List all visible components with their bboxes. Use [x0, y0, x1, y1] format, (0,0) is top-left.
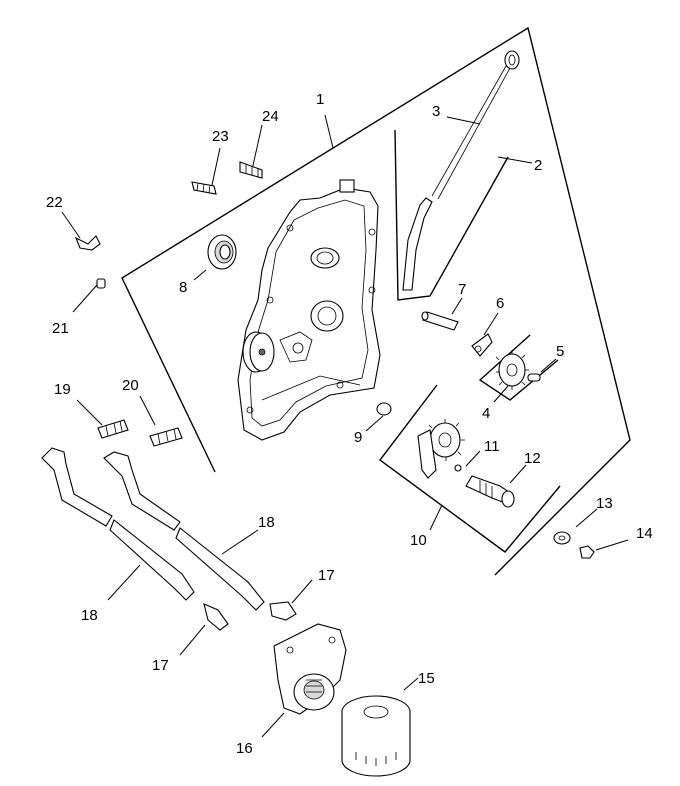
connector-17-left — [203, 603, 229, 631]
hose-fitting-19 — [97, 419, 129, 439]
callout-9: 9 — [354, 429, 362, 446]
callout-17-left: 17 — [152, 657, 169, 674]
callout-labels: 1 2 3 4 5 6 7 8 9 10 11 12 13 14 15 16 1… — [46, 91, 653, 757]
callout-14: 14 — [636, 525, 653, 542]
dowel-pin — [421, 311, 459, 331]
callout-21: 21 — [52, 320, 69, 337]
fitting-23 — [191, 181, 217, 195]
callout-7: 7 — [458, 281, 466, 298]
leader-lines — [61, 114, 629, 738]
callout-4: 4 — [482, 405, 490, 422]
bracket-plate — [471, 333, 493, 357]
dipstick-assembly — [402, 50, 520, 291]
callout-11: 11 — [484, 438, 500, 455]
fitting-24 — [239, 161, 263, 179]
callout-18-right: 18 — [258, 514, 275, 531]
oil-hose-left — [41, 447, 195, 601]
connector-17-right — [269, 601, 297, 621]
callout-13: 13 — [596, 495, 613, 512]
bracket-pump — [379, 384, 561, 553]
washer — [553, 531, 571, 545]
callout-24: 24 — [262, 108, 279, 125]
o-ring — [376, 402, 392, 416]
callout-2: 2 — [534, 157, 542, 174]
callout-18-left: 18 — [81, 607, 98, 624]
group-brackets — [121, 26, 631, 576]
callout-19: 19 — [54, 381, 71, 398]
oil-pump — [417, 419, 515, 508]
hose-fitting-20 — [149, 427, 183, 447]
bracket-main — [121, 26, 631, 576]
callout-20: 20 — [122, 377, 139, 394]
bracket-dipstick — [394, 129, 509, 301]
crankcase-cover — [237, 179, 381, 441]
callout-3: 3 — [432, 103, 440, 120]
callout-16: 16 — [236, 740, 253, 757]
elbow-fitting — [74, 235, 101, 251]
callout-10: 10 — [410, 532, 427, 549]
small-nut — [96, 278, 106, 289]
callout-5: 5 — [556, 343, 564, 360]
gear-pin — [527, 373, 541, 382]
callout-23: 23 — [212, 128, 229, 145]
callout-17-right: 17 — [318, 567, 335, 584]
callout-6: 6 — [496, 295, 504, 312]
callout-22: 22 — [46, 194, 63, 211]
callout-1: 1 — [316, 91, 324, 108]
oil-seal — [207, 234, 237, 270]
gear — [495, 350, 529, 390]
drain-bolt — [579, 545, 595, 559]
callout-15: 15 — [418, 670, 435, 687]
oil-filter-adapter — [273, 623, 347, 715]
oil-hose-right — [103, 451, 265, 611]
oil-filter — [341, 695, 411, 777]
callout-8: 8 — [179, 279, 187, 296]
callout-12: 12 — [524, 450, 541, 467]
